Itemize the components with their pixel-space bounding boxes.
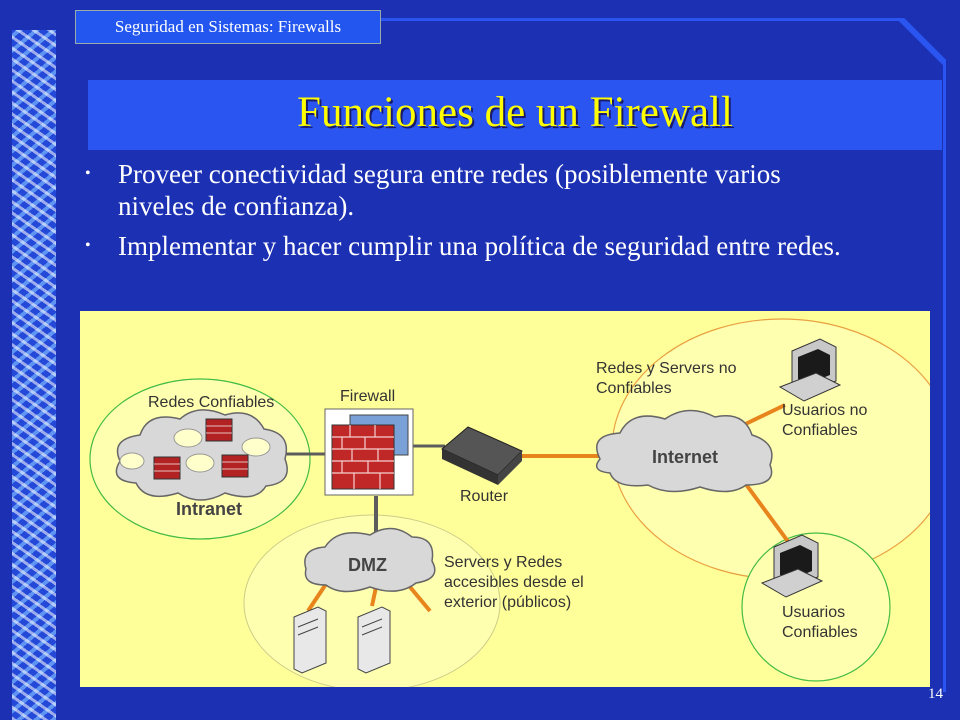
untrusted-users-label: Usuarios no Confiables — [782, 402, 868, 439]
internet-label: Internet — [652, 447, 719, 467]
network-diagram: Redes Confiables Intranet Firewall Route… — [80, 311, 930, 687]
dmz-cloud-icon — [304, 527, 436, 593]
header-tab: Seguridad en Sistemas: Firewalls — [75, 10, 381, 44]
bullet-item: • Implementar y hacer cumplir una políti… — [82, 230, 842, 262]
router-label: Router — [460, 488, 509, 505]
bullet-text: Proveer conectividad segura entre redes … — [118, 159, 781, 221]
page-number: 14 — [928, 686, 943, 702]
title-bar — [88, 80, 942, 150]
server-icon — [293, 606, 391, 674]
firewall-label: Firewall — [340, 388, 396, 405]
untrusted-networks-label: Redes y Servers no Confiables — [596, 360, 737, 397]
router-icon — [441, 426, 523, 485]
dmz-label: DMZ — [348, 555, 387, 575]
internet-cloud-icon — [595, 409, 773, 493]
computer-icon — [778, 338, 842, 402]
bullet-dot-icon: • — [85, 165, 91, 182]
bullet-list: • Proveer conectividad segura entre rede… — [82, 158, 842, 270]
trusted-users-label: Usuarios Confiables — [782, 604, 858, 641]
intranet-nodes — [119, 428, 271, 473]
bullet-item: • Proveer conectividad segura entre rede… — [82, 158, 842, 222]
bullet-dot-icon: • — [85, 237, 91, 254]
decorative-strip — [12, 30, 56, 720]
computer-icon — [760, 534, 824, 598]
public-servers-label: Servers y Redes accesibles desde el exte… — [444, 554, 584, 611]
firewall-icon — [324, 408, 414, 496]
trusted-networks-label: Redes Confiables — [148, 394, 275, 411]
intranet-label: Intranet — [176, 499, 243, 519]
bullet-text: Implementar y hacer cumplir una política… — [118, 231, 841, 261]
mini-firewall-icon — [153, 418, 249, 480]
slide-title: Funciones de un Firewall — [297, 89, 733, 136]
